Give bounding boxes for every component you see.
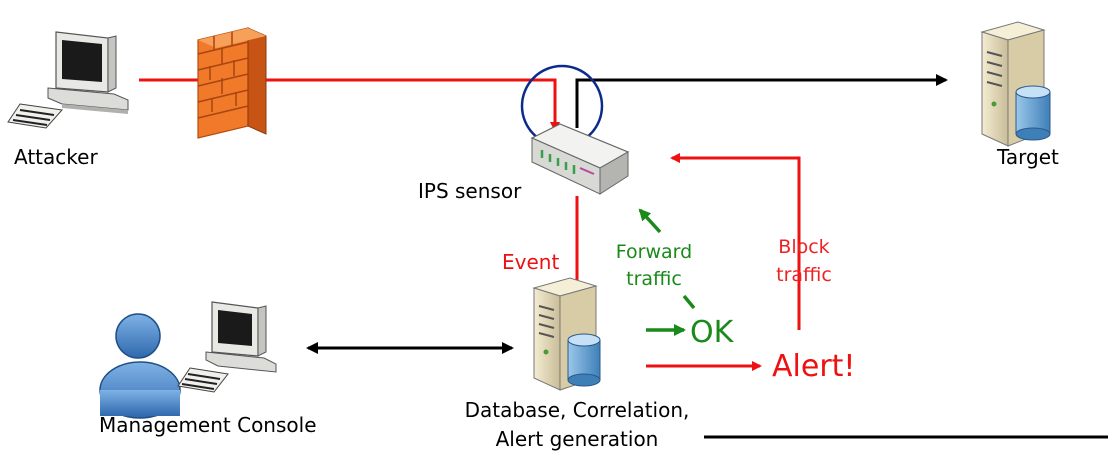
sensor-to-target-link	[575, 74, 948, 128]
block-traffic-label-line2: traffic	[776, 264, 832, 286]
attacker-label: Attacker	[14, 145, 98, 169]
block-traffic-label-line1: Block	[778, 236, 829, 258]
forward-traffic-label-line2: traffic	[626, 268, 682, 290]
target-label: Target	[996, 145, 1059, 169]
ips-sensor-icon	[530, 123, 630, 195]
database-server-icon	[532, 277, 601, 391]
event-label: Event	[502, 250, 559, 274]
console-computer-icon	[177, 301, 277, 393]
block-arrow	[670, 153, 801, 330]
management-console-label: Management Console	[99, 413, 317, 437]
database-label-line2: Alert generation	[496, 427, 659, 451]
ok-label: OK	[690, 315, 735, 350]
forward-traffic-label-line1: Forward	[616, 241, 692, 263]
firewall-icon	[197, 27, 267, 139]
administrator-user-icon	[99, 313, 181, 419]
database-label-line1: Database, Correlation,	[465, 398, 690, 422]
forward-arrow	[638, 208, 696, 310]
attacker-computer-icon	[7, 31, 129, 129]
alert-label: Alert!	[772, 349, 855, 384]
attack-path	[139, 78, 560, 132]
target-server-icon	[980, 21, 1051, 147]
ips-sensor-label: IPS sensor	[418, 179, 522, 203]
